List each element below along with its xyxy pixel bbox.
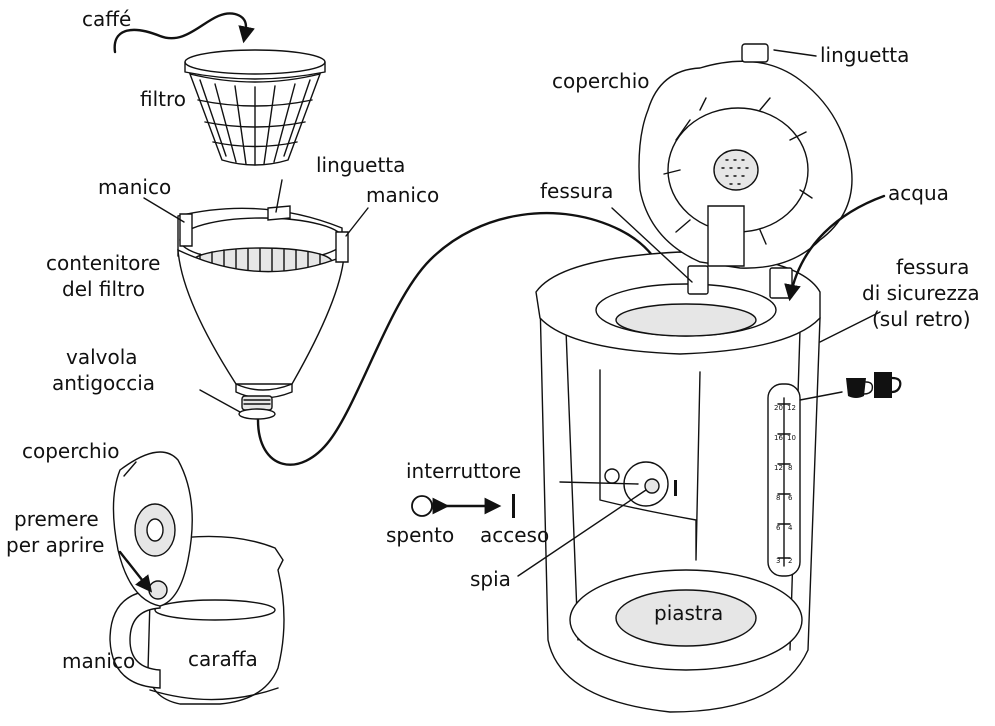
large-mug-icon	[874, 372, 902, 398]
label-caffe: caffé	[82, 7, 131, 31]
label-fessura: fessura	[540, 179, 613, 203]
filter-holder-to-machine-arrow	[256, 212, 683, 466]
label-spia: spia	[470, 567, 511, 591]
filter-drawing	[184, 49, 326, 166]
label-coperchio-machine: coperchio	[552, 69, 649, 93]
cup-leader-line	[799, 391, 843, 401]
label-contenitore-line1: contenitore	[46, 251, 160, 275]
label-coperchio-carafe: coperchio	[22, 439, 119, 463]
leader-lines	[118, 49, 881, 593]
gauge-large-20: 20	[774, 404, 783, 412]
caffe-arrow	[113, 12, 255, 54]
gauge-large-3: 3	[776, 557, 780, 565]
coffee-machine-drawing: 20 16 12 8 6 3 12 10 8 6 4 2	[535, 43, 853, 713]
label-fessura-sicurezza-line2: di sicurezza	[862, 281, 980, 305]
label-manico-left: manico	[98, 175, 171, 199]
filter-holder-drawing	[177, 205, 349, 420]
gauge-small-4: 4	[788, 524, 793, 532]
label-piastra: piastra	[654, 601, 723, 625]
label-acqua: acqua	[888, 181, 949, 205]
gauge-large-6: 6	[776, 524, 781, 532]
label-spento: spento	[386, 523, 454, 547]
label-manico-carafe: manico	[62, 649, 135, 673]
label-linguetta-lid: linguetta	[820, 43, 909, 67]
power-off-circle-icon	[411, 495, 433, 517]
gauge-small-8: 8	[788, 464, 792, 472]
power-on-bar-icon	[512, 494, 515, 518]
label-premere-line2: per aprire	[6, 533, 104, 557]
label-manico-right: manico	[366, 183, 439, 207]
label-acceso: acceso	[480, 523, 549, 547]
gauge-large-12: 12	[774, 464, 783, 472]
gauge-small-10: 10	[787, 434, 796, 442]
label-interruttore: interruttore	[406, 459, 521, 483]
gauge-large-16: 16	[774, 434, 783, 442]
gauge-small-12: 12	[787, 404, 796, 412]
label-valvola-line1: valvola	[66, 345, 138, 369]
gauge-large-8: 8	[776, 494, 780, 502]
small-cup-icon	[846, 378, 874, 398]
label-filtro: filtro	[140, 87, 186, 111]
label-premere-line1: premere	[14, 507, 99, 531]
label-caraffa: caraffa	[188, 647, 258, 671]
gauge-small-2: 2	[788, 557, 792, 565]
gauge-small-6: 6	[788, 494, 793, 502]
label-fessura-sicurezza-line1: fessura	[896, 255, 969, 279]
water-arrow	[784, 194, 886, 302]
label-valvola-line2: antigoccia	[52, 371, 155, 395]
label-linguetta-filter: linguetta	[316, 153, 405, 177]
label-fessura-sicurezza-line3: (sul retro)	[872, 307, 971, 331]
label-contenitore-line2: del filtro	[62, 277, 145, 301]
